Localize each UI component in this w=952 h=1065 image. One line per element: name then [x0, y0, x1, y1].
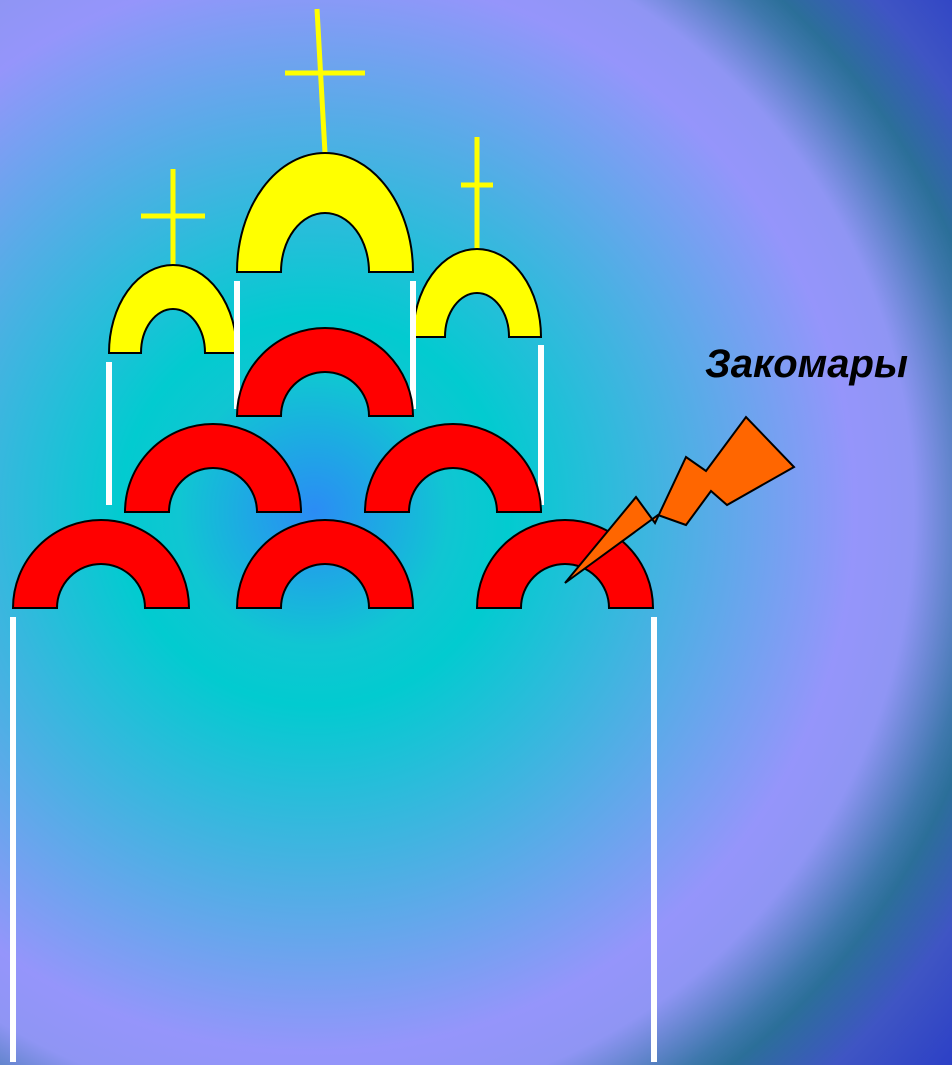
cross-right	[461, 137, 493, 249]
lightning-arrow-icon	[565, 417, 794, 583]
zakomara-middle-right	[365, 424, 541, 512]
dome-center	[237, 153, 413, 272]
zakomara-bottom-left	[13, 520, 189, 608]
cross-center	[285, 9, 365, 153]
dome-left	[109, 265, 237, 353]
zakomary-label: Закомары	[705, 342, 908, 387]
zakomara-bottom-center	[237, 520, 413, 608]
dome-right	[413, 249, 541, 337]
zakomara-top	[237, 328, 413, 416]
zakomara-middle-left	[125, 424, 301, 512]
cross-left	[141, 169, 205, 266]
